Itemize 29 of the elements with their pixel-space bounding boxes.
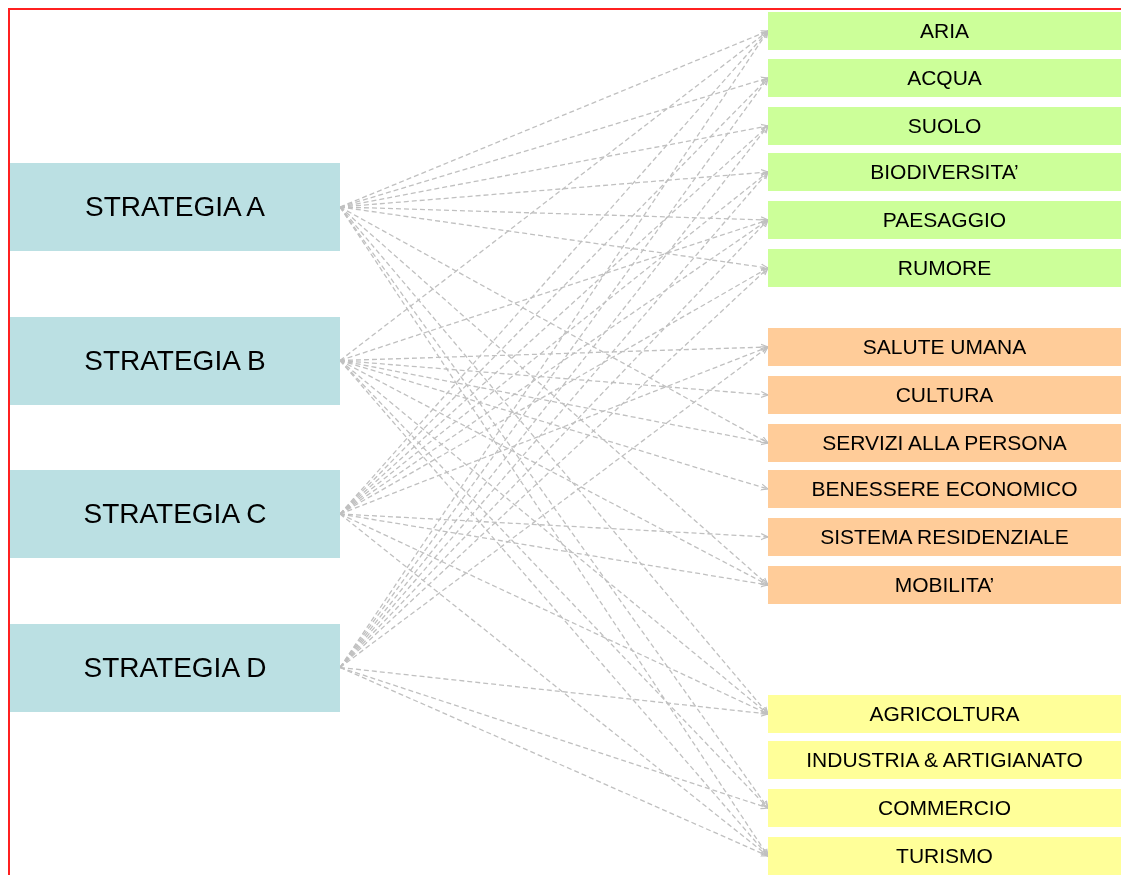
dashed-connector — [339, 513, 769, 541]
topic-box: CULTURA — [768, 376, 1121, 414]
topic-box: PAESAGGIO — [768, 201, 1121, 239]
topic-box: BIODIVERSITA’ — [768, 153, 1121, 191]
strategy-box: STRATEGIA D — [10, 623, 340, 712]
topic-box: ARIA — [768, 12, 1121, 50]
dashed-connector — [339, 218, 769, 362]
topic-box: TURISMO — [768, 837, 1121, 875]
strategy-box: STRATEGIA A — [10, 163, 340, 251]
topic-box: SISTEMA RESIDENZIALE — [768, 518, 1121, 556]
dashed-connector — [339, 513, 769, 857]
dashed-connector — [339, 30, 769, 362]
dashed-connector — [339, 346, 769, 515]
strategy-box: STRATEGIA B — [10, 316, 340, 405]
dashed-connector — [339, 666, 769, 717]
dashed-connector — [339, 30, 769, 208]
topic-box: RUMORE — [768, 249, 1121, 287]
topic-box: BENESSERE ECONOMICO — [768, 470, 1121, 508]
topic-box: SERVIZI ALLA PERSONA — [768, 424, 1121, 462]
topic-box: SUOLO — [768, 107, 1121, 145]
topic-box: SALUTE UMANA — [768, 328, 1121, 366]
dashed-connector — [339, 346, 769, 669]
topic-box: INDUSTRIA & ARTIGIANATO — [768, 741, 1121, 779]
topic-box: COMMERCIO — [768, 789, 1121, 827]
topic-box: MOBILITA’ — [768, 566, 1121, 604]
topic-box: AGRICOLTURA — [768, 695, 1121, 733]
dashed-connector — [339, 666, 769, 857]
strategy-box: STRATEGIA C — [10, 470, 340, 558]
topic-box: ACQUA — [768, 59, 1121, 97]
